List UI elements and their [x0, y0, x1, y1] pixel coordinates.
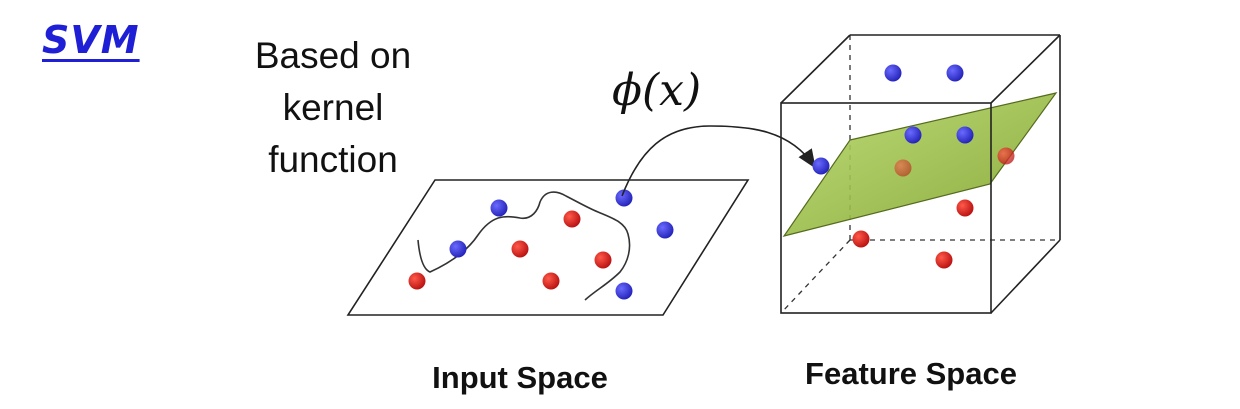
phi-mapping-label: ϕ(x) [612, 65, 701, 116]
feature-point-blue [904, 126, 922, 144]
input-space-label: Input Space [432, 360, 608, 395]
input-point-red [511, 240, 529, 258]
caption-line-1: Based on [254, 35, 412, 76]
cube-visible-edges [780, 34, 1061, 314]
input-space-points [408, 189, 674, 300]
input-point-blue [615, 189, 633, 207]
input-point-blue [656, 221, 674, 239]
feature-space-label: Feature Space [805, 356, 1017, 391]
input-point-red [542, 272, 560, 290]
input-point-red [408, 272, 426, 290]
feature-space-points [812, 64, 1015, 269]
svm-title-link[interactable]: SVM [42, 18, 140, 62]
feature-point-blue [812, 157, 830, 175]
input-point-blue [490, 199, 508, 217]
kernel-caption: Based on kernel function [249, 30, 417, 186]
mapping-arrow [621, 125, 816, 197]
feature-point-red [956, 199, 974, 217]
feature-point-blue [884, 64, 902, 82]
feature-point-blue [946, 64, 964, 82]
input-point-red [563, 210, 581, 228]
input-point-blue [615, 282, 633, 300]
feature-point-red [935, 251, 953, 269]
input-point-red [594, 251, 612, 269]
feature-point-red-behind-plane [997, 147, 1015, 165]
feature-point-red-behind-plane [894, 159, 912, 177]
feature-point-blue [956, 126, 974, 144]
input-point-blue [449, 240, 467, 258]
feature-point-red [852, 230, 870, 248]
separating-hyperplane [782, 92, 1058, 237]
caption-line-3: function [268, 139, 398, 180]
caption-line-2: kernel [282, 87, 384, 128]
input-space-plane [346, 179, 750, 316]
